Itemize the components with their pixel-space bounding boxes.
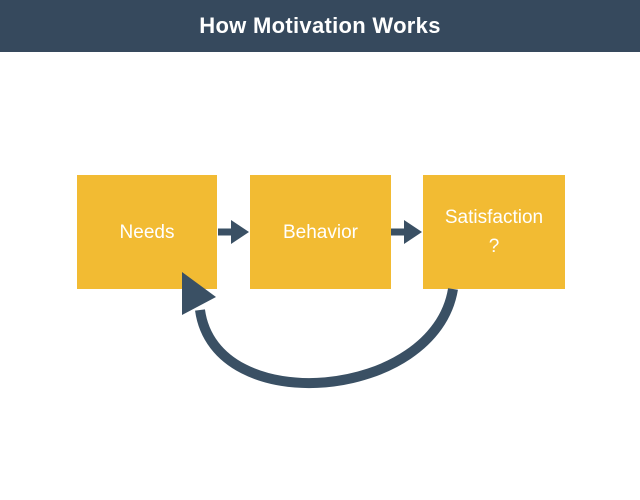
flow-box-satisfaction-label-line2: ? xyxy=(488,236,500,257)
flow-box-satisfaction: Satisfaction ? xyxy=(423,175,565,289)
arrow-right-icon xyxy=(218,218,250,246)
title-bar: How Motivation Works xyxy=(0,0,640,52)
flow-box-behavior: Behavior xyxy=(250,175,391,289)
flow-box-behavior-label: Behavior xyxy=(283,221,358,243)
flow-box-satisfaction-label-line1: Satisfaction xyxy=(444,207,544,228)
flow-box-needs-label: Needs xyxy=(119,221,175,243)
page-title: How Motivation Works xyxy=(199,13,441,38)
arrow-right-icon xyxy=(391,218,423,246)
flow-box-needs: Needs xyxy=(77,175,217,289)
